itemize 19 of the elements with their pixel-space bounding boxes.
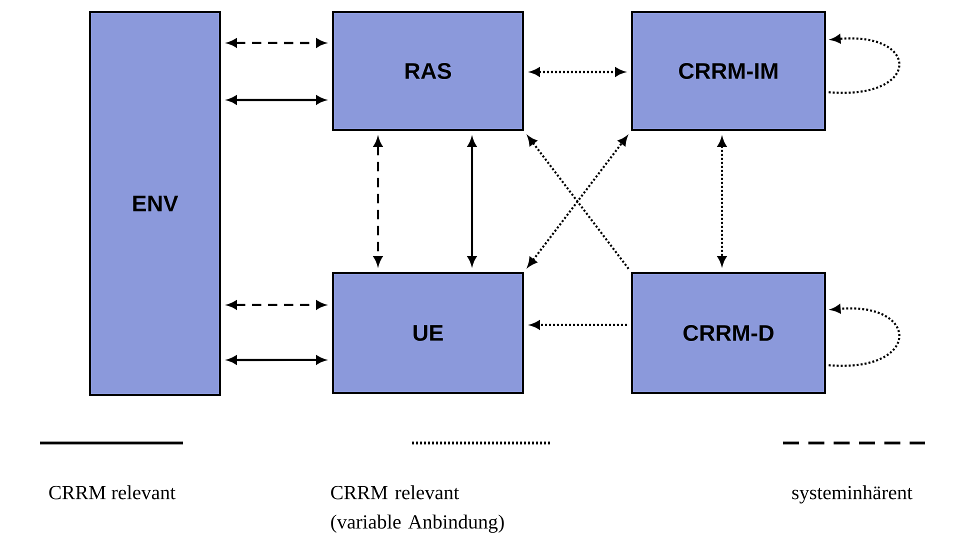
arrow xyxy=(828,34,900,94)
process-box: CRRM-D xyxy=(631,272,826,394)
arrow xyxy=(530,68,624,76)
process-box: UE xyxy=(332,272,524,394)
process-box: ENV xyxy=(89,11,221,396)
arrow xyxy=(374,138,382,266)
arrow xyxy=(718,138,726,266)
arrow xyxy=(530,320,627,330)
legend-label: systeminhärent xyxy=(792,485,912,504)
arrow xyxy=(228,300,326,310)
arrow xyxy=(468,138,476,266)
process-box: RAS xyxy=(332,11,524,131)
legend-label: CRRM relevant (variable Anbindung) xyxy=(331,485,504,533)
arrow xyxy=(228,356,326,364)
arrow xyxy=(228,38,326,48)
legend-label: CRRM relevant xyxy=(49,485,176,500)
arrow xyxy=(228,96,326,104)
process-box: CRRM-IM xyxy=(631,11,826,131)
arrow xyxy=(828,304,900,367)
